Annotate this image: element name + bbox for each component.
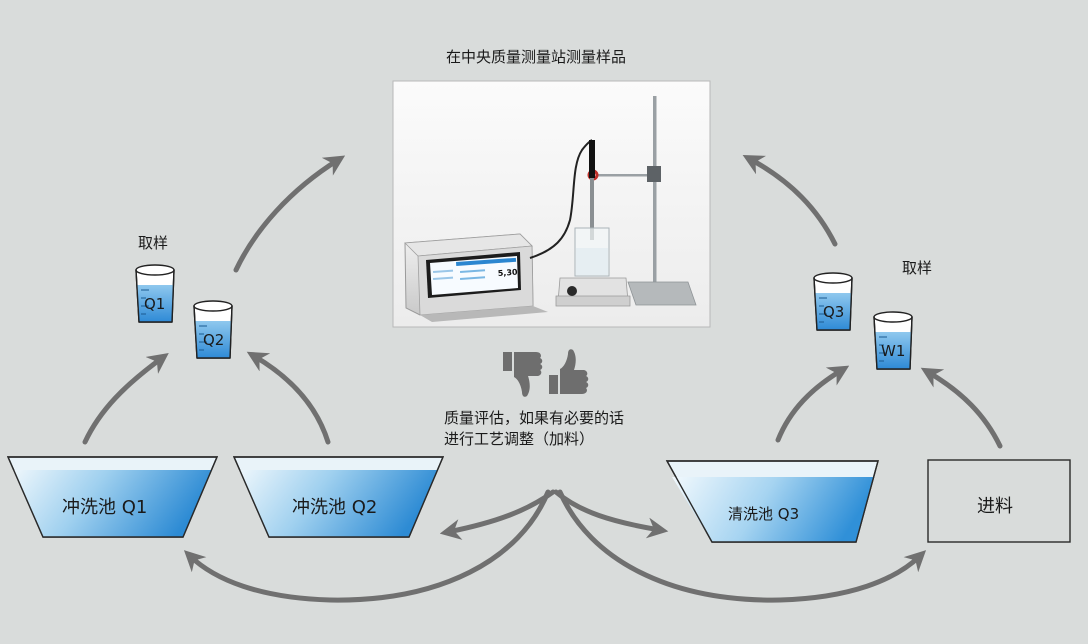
beaker-q1 xyxy=(135,264,175,323)
tank-rinse-q1-label: 冲洗池 Q1 xyxy=(62,497,148,518)
sampling-label-left: 取样 xyxy=(138,234,169,252)
beaker-q2-label: Q2 xyxy=(203,331,225,349)
stirrer-with-beaker xyxy=(555,227,631,307)
station-title: 在中央质量测量站测量样品 xyxy=(446,48,627,66)
arrow-samples-right-to-station xyxy=(742,154,838,247)
beaker-q1-label: Q1 xyxy=(144,295,166,313)
arrow-samples-to-station xyxy=(233,155,346,273)
lab-stand xyxy=(587,96,697,306)
tank-clean-q3-label: 清洗池 Q3 xyxy=(728,505,800,523)
arrow-eval-to-tank-q1 xyxy=(183,489,551,603)
beaker-w1 xyxy=(873,311,913,370)
titrator-instrument: 5,30 xyxy=(404,233,548,322)
beaker-q3 xyxy=(813,272,853,331)
tank-rinse-q2-label: 冲洗池 Q2 xyxy=(292,497,378,518)
evaluation-text-line1: 质量评估，如果有必要的话 xyxy=(444,409,625,427)
arrow-eval-to-feed xyxy=(557,489,927,603)
tank-clean-q3 xyxy=(665,460,879,543)
arrow-tank-q3-to-beaker-q3 xyxy=(775,365,850,443)
beaker-w1-label: W1 xyxy=(881,342,906,360)
evaluation-text-line2: 进行工艺调整（加料） xyxy=(444,430,595,448)
feed-box-label: 进料 xyxy=(977,496,1013,517)
beaker-q2 xyxy=(193,300,233,359)
sampling-label-right: 取样 xyxy=(902,259,933,277)
feed-box xyxy=(927,459,1071,543)
flow-arrows xyxy=(82,154,1003,603)
arrow-tank-q2-to-beaker-q2 xyxy=(246,351,331,445)
arrow-tank-q1-to-beaker-q1 xyxy=(82,353,169,445)
instrument-display-value: 5,30 xyxy=(498,268,519,278)
arrow-feed-to-beaker-w1 xyxy=(920,367,1003,449)
tank-rinse-q2 xyxy=(232,456,445,538)
measurement-station-photo: 5,30 xyxy=(392,80,711,328)
thumbs-up-icon xyxy=(549,349,589,394)
beaker-q3-label: Q3 xyxy=(823,303,845,321)
thumbs-down-icon xyxy=(503,352,543,397)
tank-rinse-q1 xyxy=(6,456,219,538)
